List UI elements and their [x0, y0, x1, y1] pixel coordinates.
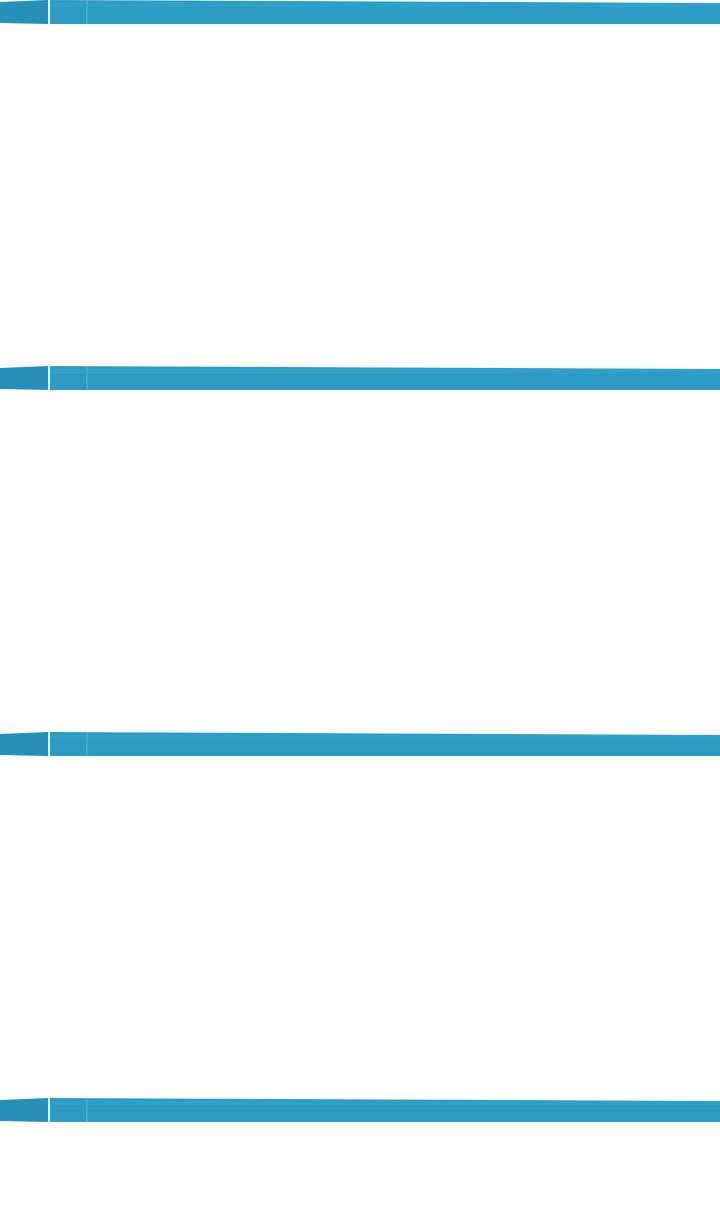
blue-tape-strip — [0, 366, 720, 392]
blue-tape-strip — [0, 0, 720, 26]
tape-graphic — [0, 0, 720, 24]
blue-tape-strip — [0, 1098, 720, 1124]
tape-graphic — [0, 1098, 720, 1122]
blue-tape-strip — [0, 732, 720, 758]
tape-graphic — [0, 366, 720, 390]
tape-graphic — [0, 732, 720, 756]
